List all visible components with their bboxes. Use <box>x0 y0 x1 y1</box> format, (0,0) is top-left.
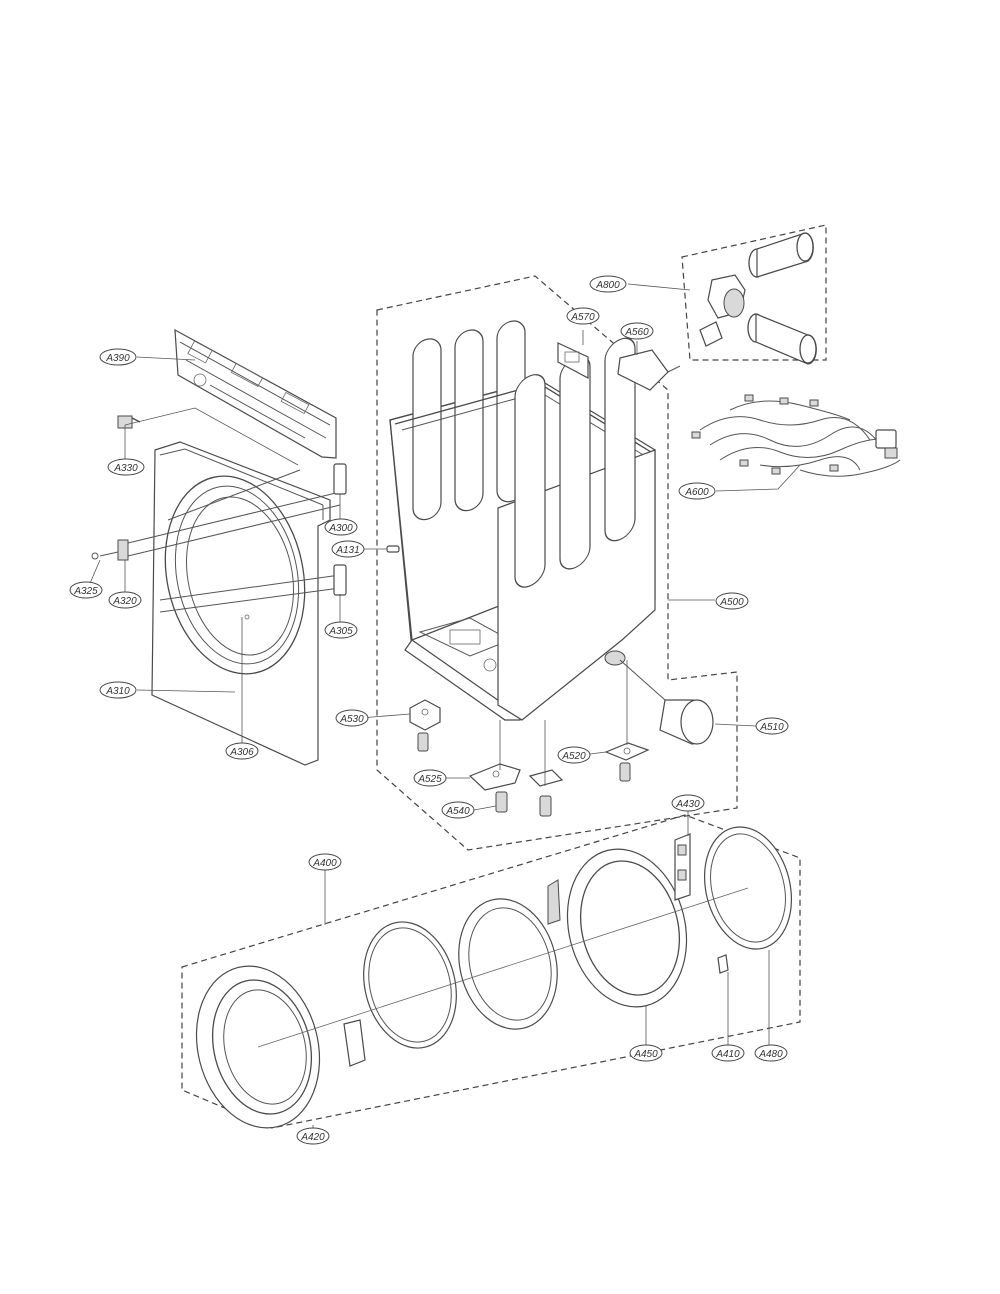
svg-text:A325: A325 <box>73 586 98 597</box>
cabinet <box>389 320 656 721</box>
exhaust-duct-parts <box>699 232 817 365</box>
control-panel-frame <box>174 328 337 459</box>
svg-text:A300: A300 <box>328 523 353 534</box>
label-a800: A800 <box>589 275 627 293</box>
label-a450: A450 <box>629 1044 663 1062</box>
door-inner-ring <box>458 898 558 1030</box>
svg-text:A480: A480 <box>758 1049 783 1060</box>
leg-bracket-a525 <box>468 763 521 791</box>
svg-text:A131: A131 <box>335 545 359 556</box>
wire-harness <box>691 394 901 477</box>
exhaust-duct-rear <box>619 659 714 745</box>
label-a131: A131 <box>331 540 365 558</box>
door-glass <box>363 921 457 1049</box>
label-a530: A530 <box>335 709 369 727</box>
svg-text:A430: A430 <box>675 799 700 810</box>
label-a305: A305 <box>324 621 358 639</box>
label-a325: A325 <box>69 581 103 599</box>
svg-text:A500: A500 <box>719 597 744 608</box>
svg-text:A600: A600 <box>684 487 709 498</box>
label-a480: A480 <box>754 1044 788 1062</box>
door-hinge <box>674 833 691 901</box>
svg-text:A525: A525 <box>417 774 442 785</box>
door-center-axis <box>257 887 749 1048</box>
front-panel <box>91 441 347 766</box>
label-a430: A430 <box>671 794 705 812</box>
svg-text:A530: A530 <box>339 714 364 725</box>
wire-guide-part <box>617 349 681 391</box>
label-a330: A330 <box>107 458 145 476</box>
label-a310: A310 <box>99 681 137 699</box>
label-a500: A500 <box>715 592 749 610</box>
label-a525: A525 <box>413 769 447 787</box>
label-a400: A400 <box>308 853 342 871</box>
label-a390: A390 <box>99 348 137 366</box>
label-a560: A560 <box>620 322 654 340</box>
leg-bracket-center <box>528 769 564 787</box>
label-a520: A520 <box>557 746 591 764</box>
label-a320: A320 <box>108 591 142 609</box>
door-inner-frame <box>566 848 688 1008</box>
svg-text:A390: A390 <box>105 353 130 364</box>
label-a510: A510 <box>755 717 789 735</box>
svg-text:A306: A306 <box>229 747 254 758</box>
svg-text:A400: A400 <box>312 858 337 869</box>
label-a600: A600 <box>678 482 716 500</box>
leveling-foot-3 <box>539 795 552 817</box>
plug-part <box>386 545 400 553</box>
door-assembly-boundary <box>181 814 801 1129</box>
svg-text:A800: A800 <box>595 280 620 291</box>
leg-bracket-a520 <box>604 742 650 761</box>
svg-text:A560: A560 <box>624 327 649 338</box>
svg-text:A450: A450 <box>633 1049 658 1060</box>
svg-text:A540: A540 <box>445 806 470 817</box>
bracket-part <box>557 342 589 379</box>
svg-text:A330: A330 <box>113 463 138 474</box>
svg-text:A310: A310 <box>105 686 130 697</box>
leveling-foot-1 <box>417 732 429 752</box>
leveling-foot-4 <box>619 762 631 782</box>
svg-text:A305: A305 <box>328 626 353 637</box>
svg-text:A570: A570 <box>570 312 595 323</box>
leveling-foot-2 <box>495 791 508 813</box>
door-handle <box>343 1019 366 1067</box>
label-a306: A306 <box>225 742 259 760</box>
svg-text:A420: A420 <box>300 1132 325 1143</box>
svg-text:A510: A510 <box>759 722 784 733</box>
door-hinge-cover <box>547 879 561 925</box>
label-a570: A570 <box>566 307 600 325</box>
label-a410: A410 <box>711 1044 745 1062</box>
svg-text:A410: A410 <box>715 1049 740 1060</box>
leg-bracket-a530 <box>409 699 441 731</box>
svg-text:A520: A520 <box>561 751 586 762</box>
door-strike <box>717 954 729 974</box>
svg-text:A320: A320 <box>112 596 137 607</box>
exhaust-duct-boundary <box>681 224 827 361</box>
label-a300: A300 <box>324 518 358 536</box>
label-a420: A420 <box>296 1127 330 1145</box>
label-a540: A540 <box>441 801 475 819</box>
